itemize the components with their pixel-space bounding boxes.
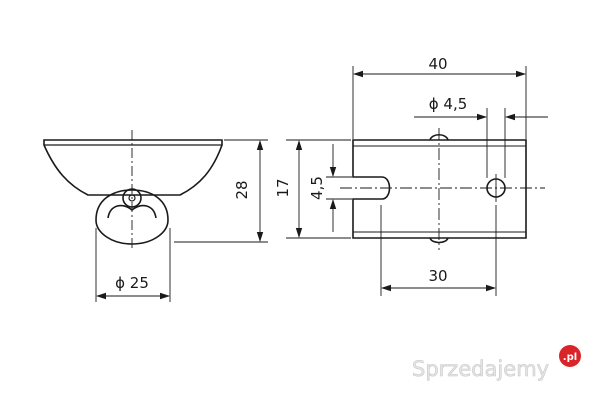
dimension-hole-diameter <box>414 108 548 178</box>
dimension-wheel-diameter <box>95 228 171 302</box>
watermark-text: Sprzedajemy <box>412 357 549 381</box>
dim-label-wheel-diameter: ϕ 25 <box>115 274 149 292</box>
top-view <box>340 128 545 250</box>
dim-label-plate-height: 17 <box>274 178 292 197</box>
axle-pin <box>128 194 136 202</box>
watermark: Sprzedajemy .pl <box>412 345 581 381</box>
dimension-plate-height <box>286 139 351 239</box>
dimension-hole-spacing <box>380 205 497 296</box>
dimension-side-height <box>174 139 268 243</box>
rivet-bottom <box>429 237 449 244</box>
bracket-outline <box>43 139 223 196</box>
dimension-slot-width <box>326 144 352 232</box>
plate-outline <box>352 139 527 239</box>
dim-label-slot-width: 4,5 <box>308 176 326 200</box>
dim-label-hole-spacing: 30 <box>428 267 447 285</box>
wheel-outline <box>95 189 169 245</box>
dimension-plate-length <box>352 66 527 139</box>
watermark-badge-text: .pl <box>563 352 577 363</box>
watermark-badge <box>559 345 581 367</box>
side-view <box>43 130 223 250</box>
dim-label-plate-length: 40 <box>428 55 447 73</box>
dim-label-side-height: 28 <box>233 180 251 199</box>
dim-label-hole-diameter: ϕ 4,5 <box>429 95 468 113</box>
